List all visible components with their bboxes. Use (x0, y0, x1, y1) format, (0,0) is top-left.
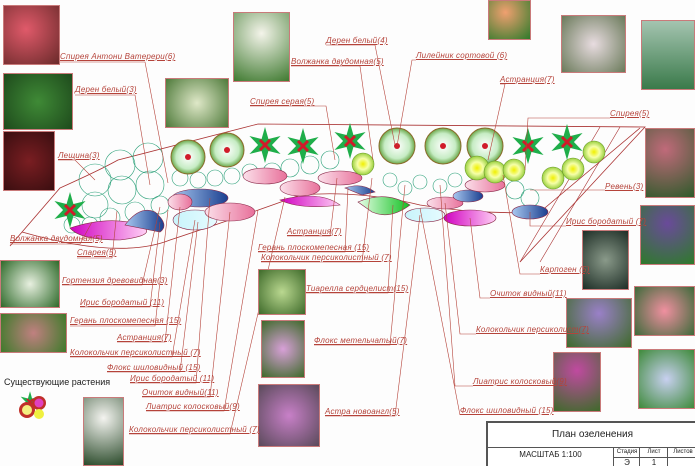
label-geran-mid: Герань плоскомепесная (15) (258, 243, 370, 252)
label-astrancia-left: Астранция(7) (117, 333, 172, 342)
label-geran-left: Герань плоскомепесная (15) (70, 316, 182, 325)
label-kolokolchik-left-a: Колокольчик персиколистный (7) (70, 348, 201, 357)
photo-spirea-anthony (3, 5, 60, 65)
label-iris-11-b: Ирис бородатый (11) (130, 374, 215, 383)
photo-ochitok (634, 286, 695, 336)
photo-spirea-right (641, 20, 695, 90)
photo-volzhanka (233, 12, 290, 82)
label-spirea-seraya: Спирея серая(5) (250, 97, 315, 106)
label-liatris-left: Лиатрис колосковый(9) (146, 402, 240, 411)
photo-karpogen (582, 230, 629, 290)
label-ochitok-left: Очиток видный(11) (142, 388, 219, 397)
label-gortenzia: Гортензия древовидная(3) (62, 276, 168, 285)
label-lileinik: Лилейник сортовой (6) (416, 51, 508, 60)
label-volzhanka-left: Волжанка двудомная(5) (10, 234, 103, 243)
label-ochitok-right: Очиток видный(11) (490, 289, 567, 298)
photo-spirea-seraya (165, 78, 229, 128)
label-reven: Ревень(3) (605, 182, 644, 191)
label-tiarella: Тиарелла сердцелист(15) (306, 284, 409, 293)
label-kolokolchik-right: Колокольчик персиколист(7) (476, 325, 590, 334)
photo-kolokolchik (566, 298, 632, 348)
photo-astrancia (561, 15, 626, 73)
label-astra: Астра новоангл(5) (325, 407, 400, 416)
photo-tiarella (258, 269, 306, 315)
label-floks-shil-left: Флокс шиловидный (15) (107, 363, 201, 372)
label-volzhanka-top: Волжанка двудомная(5) (291, 57, 384, 66)
photo-iris-7 (640, 205, 695, 265)
label-astrancia-mid: Астранция(7) (287, 227, 342, 236)
label-karpogen: Карпоген (5) (540, 265, 590, 274)
label-leshchina: Лещина(3) (58, 151, 100, 160)
sheet-header: Лист (639, 447, 668, 458)
photo-gortenzia (0, 260, 60, 308)
sheet-value: 1 (639, 457, 668, 466)
label-spirea-anthony: Спирея Антони Ватерери(6) (60, 52, 176, 61)
label-deren-4: Дерен белый(4) (326, 36, 388, 45)
photo-liatris (553, 352, 601, 412)
label-spirea-left: Спарея(5) (77, 248, 117, 257)
photo-deren (3, 73, 73, 130)
photo-floks-metel (261, 320, 305, 378)
label-spirea-right: Спирея(5) (610, 109, 650, 118)
title-block: План озеленения МАСШТАБ 1:100 Стадия Лис… (486, 421, 695, 466)
photo-lileinik (488, 0, 531, 40)
photo-geran (0, 313, 67, 353)
existing-plants-icon (18, 390, 46, 419)
photo-kolokolchik-white (83, 397, 124, 466)
stage-value: Э (613, 457, 640, 466)
label-iris-7: Ирис бородатый (7) (566, 217, 647, 226)
photo-astra (258, 384, 320, 447)
sheets-header: Листов (667, 447, 695, 458)
label-floks-metel: Флокс метельчатый(7) (314, 336, 408, 345)
legend-existing-plants: Существующие растения (4, 377, 111, 387)
label-liatris-right: Лиатрис колосковый(9) (473, 377, 567, 386)
label-deren-3: Дерен белый(3) (75, 85, 137, 94)
photo-leshchina (3, 131, 55, 191)
photo-floks-shil (638, 349, 695, 409)
title-block-title: План озеленения (488, 423, 695, 448)
label-kolokolchik-left-b: Колокольчик персиколистный (7) (129, 425, 260, 434)
title-block-scale: МАСШТАБ 1:100 (519, 450, 582, 459)
sheets-value (667, 457, 695, 466)
label-astrancia-top: Астранция(7) (500, 75, 555, 84)
label-iris-11-a: Ирис бородатый (11) (80, 298, 165, 307)
photo-reven (645, 128, 695, 198)
stage-header: Стадия (613, 447, 640, 458)
label-floks-shil-right: Флокс шиловидный (15) (460, 406, 554, 415)
label-kolokolchik-mid: Колокольчик персиколистный (7) (261, 253, 392, 262)
